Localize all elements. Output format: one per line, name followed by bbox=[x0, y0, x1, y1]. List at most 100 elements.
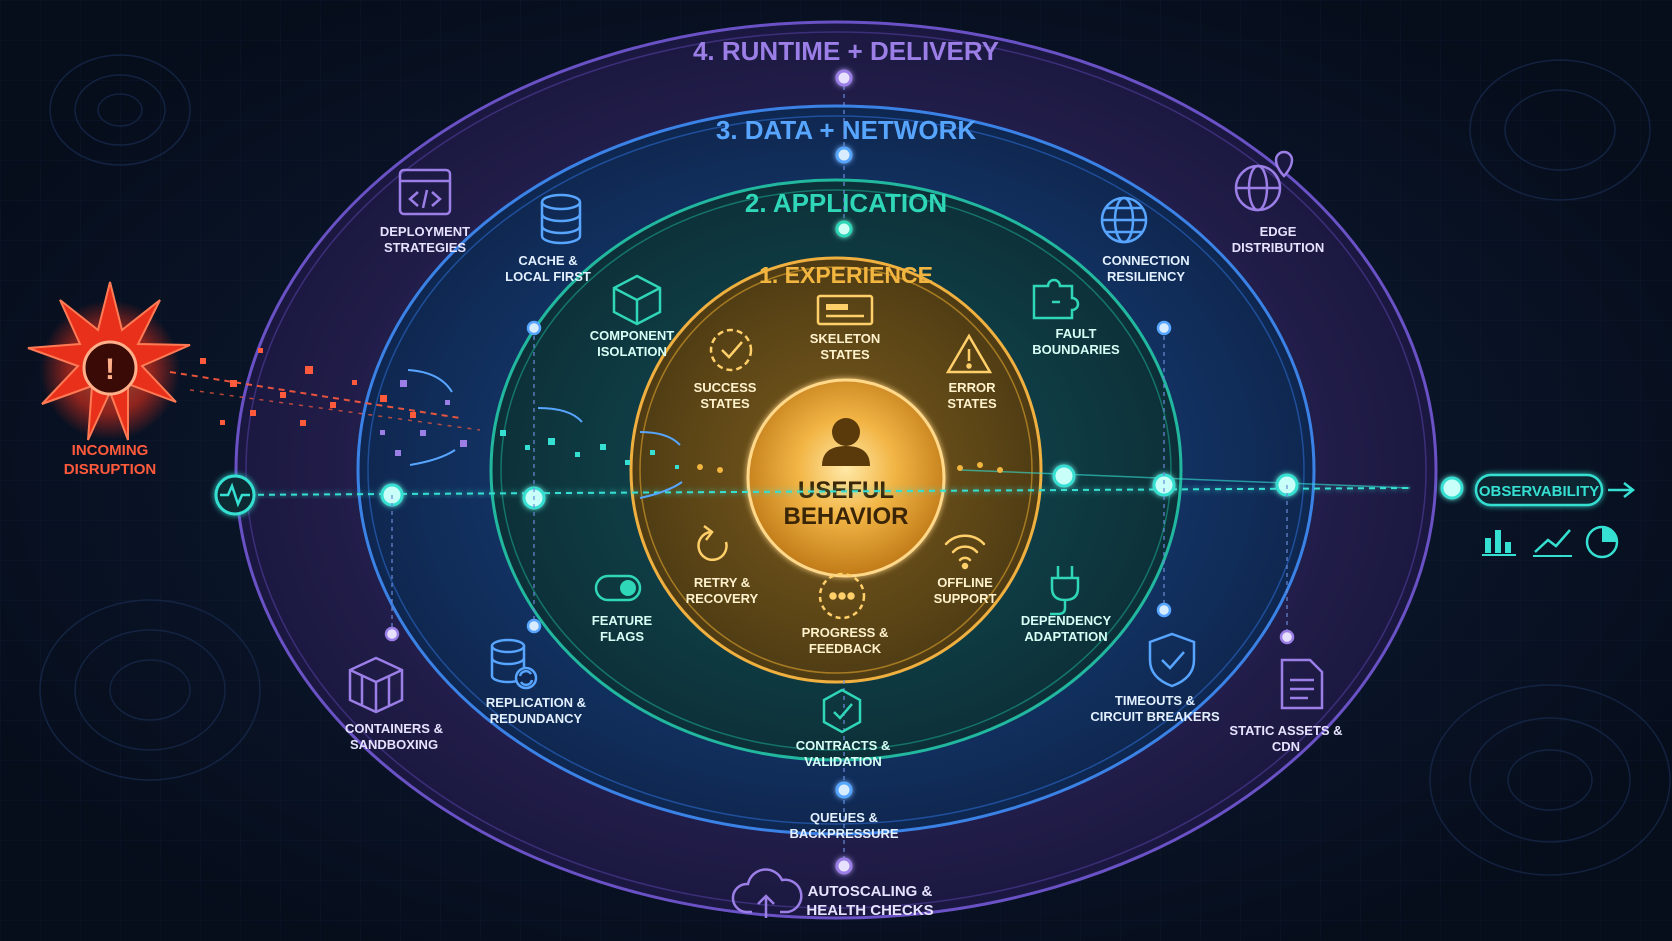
item-timeouts: TIMEOUTS & CIRCUIT BREAKERS bbox=[1090, 632, 1220, 724]
line-chart-icon bbox=[1533, 529, 1572, 557]
svg-text:BOUNDARIES: BOUNDARIES bbox=[1032, 342, 1120, 357]
svg-text:ADAPTATION: ADAPTATION bbox=[1024, 629, 1107, 644]
observability-label: OBSERVABILITY bbox=[1479, 483, 1599, 500]
document-icon bbox=[1280, 658, 1324, 710]
vertical-drops bbox=[391, 328, 1288, 637]
svg-text:CIRCUIT BREAKERS: CIRCUIT BREAKERS bbox=[1090, 709, 1220, 724]
svg-text:STATIC ASSETS &: STATIC ASSETS & bbox=[1229, 723, 1342, 738]
core-label-line2: BEHAVIOR bbox=[784, 503, 909, 530]
disruption-label-line2: DISRUPTION bbox=[64, 461, 157, 478]
flow-line bbox=[224, 469, 1411, 496]
svg-text:CONTRACTS &: CONTRACTS & bbox=[796, 738, 891, 753]
svg-text:PROGRESS &: PROGRESS & bbox=[802, 625, 889, 640]
item-deployment: DEPLOYMENT STRATEGIES bbox=[380, 168, 470, 255]
drop-nodes-outer bbox=[384, 626, 1295, 645]
item-component: COMPONENT ISOLATION bbox=[590, 274, 675, 359]
top-connectors bbox=[835, 69, 853, 875]
item-dependency: DEPENDENCY ADAPTATION bbox=[1021, 566, 1112, 644]
svg-text:REDUNDANCY: REDUNDANCY bbox=[490, 711, 583, 726]
svg-text:!: ! bbox=[105, 353, 115, 386]
svg-text:FLAGS: FLAGS bbox=[600, 629, 644, 644]
check-circle-icon bbox=[709, 328, 753, 372]
svg-text:SKELETON: SKELETON bbox=[810, 331, 881, 346]
ring-runtime-title: 4. RUNTIME + DELIVERY bbox=[693, 36, 999, 66]
svg-text:DEPLOYMENT: DEPLOYMENT bbox=[380, 224, 470, 239]
svg-text:OFFLINE: OFFLINE bbox=[937, 575, 993, 590]
item-queues-line2: BACKPRESSURE bbox=[789, 826, 898, 841]
ring-experience-title: 1. EXPERIENCE bbox=[759, 262, 933, 288]
database-sync-icon bbox=[490, 638, 538, 690]
pie-chart-icon bbox=[1585, 525, 1619, 559]
dots-circle-icon bbox=[818, 572, 866, 620]
observability-badge[interactable]: OBSERVABILITY bbox=[1474, 473, 1604, 507]
svg-text:CONNECTION: CONNECTION bbox=[1102, 253, 1189, 268]
svg-text:FEATURE: FEATURE bbox=[592, 613, 653, 628]
svg-text:CACHE &: CACHE & bbox=[518, 253, 577, 268]
disruption-label-line1: INCOMING bbox=[72, 442, 149, 459]
svg-text:STATES: STATES bbox=[947, 396, 997, 411]
item-skeleton: SKELETON STATES bbox=[810, 294, 881, 362]
alert-burst-icon: ! bbox=[27, 281, 191, 441]
item-replication: REPLICATION & REDUNDANCY bbox=[486, 638, 586, 726]
svg-text:CONTAINERS &: CONTAINERS & bbox=[345, 721, 443, 736]
ring-application-title: 2. APPLICATION bbox=[745, 188, 947, 218]
svg-text:SUPPORT: SUPPORT bbox=[934, 591, 997, 606]
core-circle bbox=[746, 378, 946, 578]
toggle-icon bbox=[594, 574, 642, 602]
svg-text:RECOVERY: RECOVERY bbox=[686, 591, 759, 606]
item-cache: CACHE & LOCAL FIRST bbox=[505, 193, 591, 284]
svg-text:STRATEGIES: STRATEGIES bbox=[384, 240, 466, 255]
svg-text:FAULT: FAULT bbox=[1056, 326, 1097, 341]
shield-check-icon bbox=[1148, 632, 1196, 688]
svg-text:VALIDATION: VALIDATION bbox=[804, 754, 882, 769]
svg-text:EDGE: EDGE bbox=[1260, 224, 1297, 239]
svg-text:CDN: CDN bbox=[1272, 739, 1300, 754]
svg-text:TIMEOUTS &: TIMEOUTS & bbox=[1115, 693, 1195, 708]
svg-text:REPLICATION &: REPLICATION & bbox=[486, 695, 586, 710]
svg-text:RETRY &: RETRY & bbox=[694, 575, 750, 590]
item-fault: FAULT BOUNDARIES bbox=[1032, 278, 1120, 357]
container-box-icon bbox=[348, 656, 404, 714]
item-success: SUCCESS STATES bbox=[694, 328, 757, 411]
svg-text:COMPONENT: COMPONENT bbox=[590, 328, 675, 343]
svg-text:LOCAL FIRST: LOCAL FIRST bbox=[505, 269, 591, 284]
globe-icon bbox=[1100, 196, 1148, 244]
warning-triangle-icon bbox=[945, 333, 993, 374]
item-queues-line1: QUEUES & bbox=[810, 810, 878, 825]
database-icon bbox=[540, 193, 582, 245]
svg-text:DISTRIBUTION: DISTRIBUTION bbox=[1232, 240, 1324, 255]
item-offline: OFFLINE SUPPORT bbox=[934, 534, 997, 606]
item-connection: CONNECTION RESILIENCY bbox=[1100, 196, 1190, 284]
heartbeat-icon bbox=[214, 474, 256, 516]
puzzle-icon bbox=[1032, 278, 1080, 320]
hexagon-check-icon bbox=[822, 688, 862, 734]
ring-data-title: 3. DATA + NETWORK bbox=[716, 115, 976, 145]
bar-chart-icon bbox=[1482, 530, 1516, 556]
item-flags: FEATURE FLAGS bbox=[592, 574, 653, 644]
svg-text:ERROR: ERROR bbox=[949, 380, 997, 395]
item-autoscaling: AUTOSCALING & HEALTH CHECKS bbox=[731, 868, 934, 919]
item-progress: PROGRESS & FEEDBACK bbox=[802, 572, 889, 656]
item-containers: CONTAINERS & SANDBOXING bbox=[345, 656, 443, 752]
item-contracts: CONTRACTS & VALIDATION bbox=[796, 688, 891, 769]
svg-text:SUCCESS: SUCCESS bbox=[694, 380, 757, 395]
user-icon bbox=[822, 418, 870, 466]
cloud-upload-icon bbox=[731, 868, 803, 918]
svg-text:DEPENDENCY: DEPENDENCY bbox=[1021, 613, 1112, 628]
svg-text:AUTOSCALING &: AUTOSCALING & bbox=[808, 883, 933, 900]
globe-pin-icon bbox=[1234, 150, 1294, 212]
arrow-right-icon bbox=[1608, 482, 1636, 498]
code-window-icon bbox=[398, 168, 452, 216]
disruption-particles bbox=[169, 348, 1003, 499]
wifi-icon bbox=[944, 534, 986, 570]
svg-text:HEALTH CHECKS: HEALTH CHECKS bbox=[806, 902, 933, 919]
skeleton-card-icon bbox=[816, 294, 874, 326]
svg-text:ISOLATION: ISOLATION bbox=[597, 344, 667, 359]
svg-text:STATES: STATES bbox=[700, 396, 750, 411]
item-static: STATIC ASSETS & CDN bbox=[1229, 658, 1343, 754]
svg-text:SANDBOXING: SANDBOXING bbox=[350, 737, 438, 752]
item-edge: EDGE DISTRIBUTION bbox=[1232, 150, 1324, 255]
cube-icon bbox=[612, 274, 662, 326]
